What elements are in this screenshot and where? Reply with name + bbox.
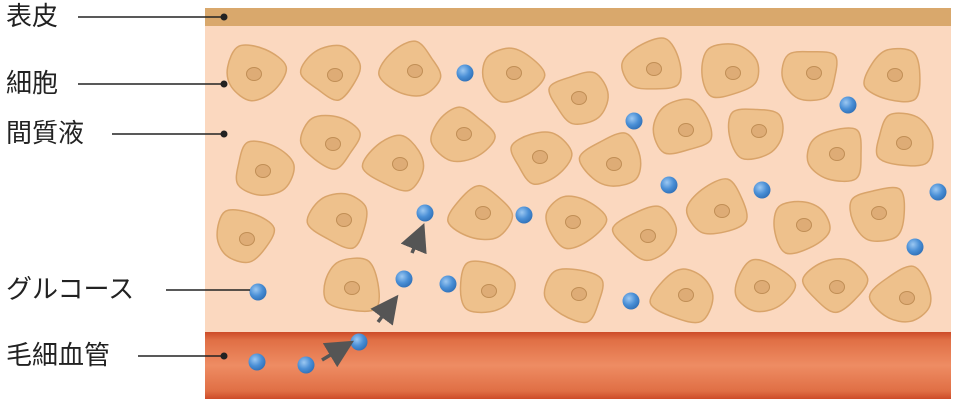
label-interstitial-fluid: 間質液 [6,119,85,149]
cell-icon [578,132,642,187]
diffusion-arrow-icon [400,223,427,255]
leader-dot-cell [220,80,228,88]
cell-icon [781,50,838,102]
cell-icon [543,268,604,324]
label-epidermis: 表皮 [6,2,59,32]
glucose-molecule-icon [456,64,474,82]
cell-icon [447,184,514,241]
diffusion-arrow-icon [321,340,355,368]
cell-icon [235,140,295,196]
cell-icon [481,47,546,103]
glucose-molecule-icon [929,183,947,201]
label-glucose: グルコース [6,275,135,305]
epidermis-layer [205,8,951,26]
glucose-molecule-icon [660,176,678,194]
cell-icon [299,114,361,170]
glucose-molecule-icon [439,275,457,293]
cell-icon [216,209,276,264]
cell-icon [685,178,748,235]
cell-icon [430,106,496,163]
label-cell: 細胞 [6,69,59,99]
cell-icon [459,260,516,314]
glucose-molecule-icon [350,333,368,351]
cell-icon [226,44,288,102]
cell-icon [545,195,608,250]
cell-icon [773,200,831,255]
cell-icon [306,192,368,250]
cell-icon [323,257,380,313]
cell-icon [868,265,932,323]
glucose-molecule-icon [625,112,643,130]
cell-icon [299,44,362,101]
glucose-molecule-icon [297,356,315,374]
diffusion-arrow-icon [370,294,399,326]
glucose-molecule-icon [416,204,434,222]
cell-icon [652,98,713,155]
cell-group [216,37,934,324]
cell-icon [510,131,573,185]
cell-icon [621,37,682,90]
glucose-molecule-icon [839,96,857,114]
capillary-vessel [205,332,951,399]
glucose-molecule-icon [622,292,640,310]
glucose-group [248,64,947,374]
leader-dot-epidermis [220,13,228,21]
cell-icon [801,257,869,314]
cell-icon [611,205,678,262]
label-capillary: 毛細血管 [6,341,111,371]
cell-icon [734,258,797,313]
cell-icon [727,108,784,161]
arrow-group [321,223,427,368]
cell-icon [649,268,714,324]
glucose-molecule-icon [395,270,413,288]
glucose-molecule-icon [515,206,533,224]
glucose-molecule-icon [906,238,924,256]
cell-icon [701,43,760,99]
cell-icon [863,47,921,103]
glucose-molecule-icon [753,181,771,199]
cell-icon [806,127,862,183]
glucose-molecule-icon [249,283,267,301]
glucose-molecule-icon [248,353,266,371]
cell-icon [548,71,609,125]
cell-icon [361,134,425,192]
cell-icon [378,40,442,97]
leader-dot-capillary [220,352,228,360]
cell-icon [875,112,934,167]
cell-icon [849,186,906,242]
leader-dot-interstitial [220,130,228,138]
